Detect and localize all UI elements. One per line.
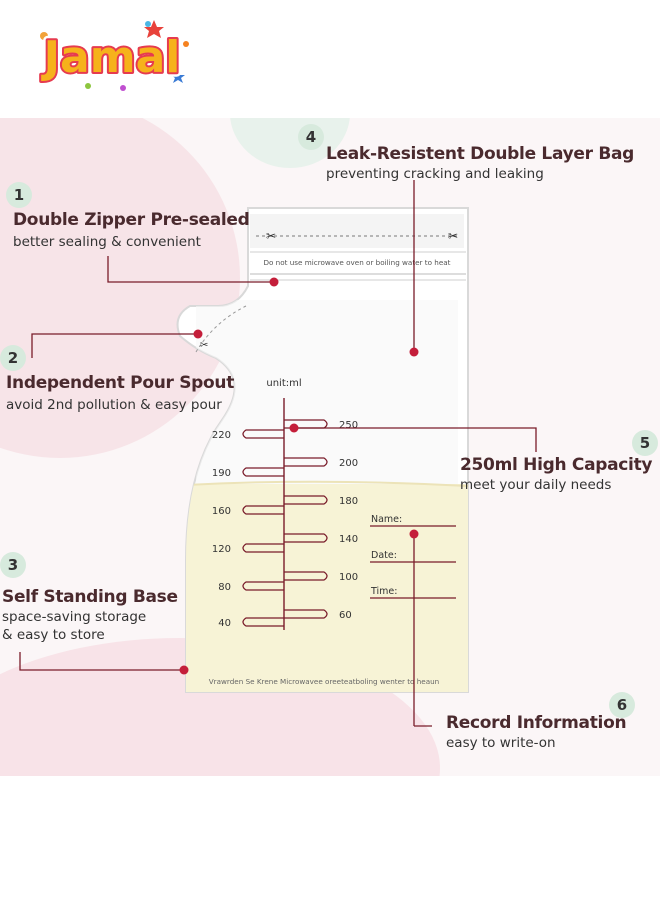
scale-tick-left (242, 543, 284, 553)
feature-title: Independent Pour Spout (6, 373, 235, 393)
scale-tick-right (284, 495, 328, 505)
scale-label-right: 100 (339, 572, 358, 583)
svg-text:Jamal: Jamal (41, 32, 181, 83)
callout-dot-6 (409, 529, 419, 539)
callout-line-1 (107, 256, 274, 283)
scale-label-right: 60 (339, 610, 352, 621)
scale-tick-right (284, 533, 328, 543)
scale-label-left: 120 (212, 544, 231, 555)
feature-number-badge: 2 (0, 345, 26, 371)
svg-text:✂: ✂ (266, 229, 276, 243)
scale-tick-left (242, 429, 284, 439)
scale-label-right: 180 (339, 496, 358, 507)
feature-title: Record Information (446, 713, 627, 733)
callout-line-2 (31, 333, 198, 358)
feature-description: preventing cracking and leaking (326, 166, 544, 182)
warning-bottom: Vrawrden Se Krene Microwavee oreeteatbol… (209, 677, 439, 686)
scale-label-left: 190 (212, 468, 231, 479)
unit-label: unit:ml (266, 378, 301, 389)
milk-fill (177, 484, 469, 692)
scale-label-left: 80 (218, 582, 231, 593)
callout-line-5 (294, 427, 537, 452)
scale-label-left: 220 (212, 430, 231, 441)
svg-text:Jamal: Jamal (41, 32, 181, 83)
feature-number-badge: 5 (632, 430, 658, 456)
feature-description: avoid 2nd pollution & easy pour (6, 397, 222, 413)
feature-description: meet your daily needs (460, 477, 612, 493)
scale-tick-left (242, 617, 284, 627)
callout-dots (179, 277, 419, 675)
brand-logo: Jamal Jamal Jamal (36, 20, 189, 91)
feature-description: space-saving storage & easy to store (2, 609, 147, 643)
scale-label-right: 140 (339, 534, 358, 545)
svg-text:✂: ✂ (448, 229, 458, 243)
callout-dot-3 (179, 665, 189, 675)
scale-label-right: 250 (339, 420, 358, 431)
svg-text:✂: ✂ (200, 340, 208, 351)
feature-description: easy to write-on (446, 735, 556, 751)
feature-description: better sealing & convenient (13, 234, 201, 250)
scale-label-right: 200 (339, 458, 358, 469)
callout-dot-4 (409, 347, 419, 357)
scale-tick-left (242, 467, 284, 477)
measurement-scale: 220 190 160 120 80 40 250 200 180 140 100 60 (212, 419, 358, 629)
svg-text:Jamal: Jamal (41, 32, 181, 83)
feature-title: Leak-Resistent Double Layer Bag (326, 144, 635, 164)
feature-title: Self Standing Base (2, 587, 178, 607)
scale-label-left: 40 (218, 618, 231, 629)
callout-lines (19, 180, 537, 727)
scale-tick-left (242, 505, 284, 515)
scale-label-left: 160 (212, 506, 231, 517)
feature-number-badge: 6 (609, 692, 635, 718)
callout-dot-5 (289, 423, 299, 433)
record-fields: Name: Date: Time: (370, 514, 456, 599)
callout-dot-2 (193, 329, 203, 339)
scale-tick-right (284, 457, 328, 467)
warning-top: Do not use microwave oven or boiling wat… (263, 258, 450, 267)
record-field-label: Name: (371, 514, 402, 525)
feature-title: 250ml High Capacity (460, 455, 653, 475)
callout-dot-1 (269, 277, 279, 287)
feature-title: Double Zipper Pre-sealed (13, 210, 250, 230)
scale-tick-right (284, 571, 328, 581)
feature-number-badge: 4 (298, 124, 324, 150)
feature-number-badge: 3 (0, 552, 26, 578)
scale-tick-left (242, 581, 284, 591)
record-field-label: Date: (371, 550, 397, 561)
scale-tick-right (284, 609, 328, 619)
record-field-label: Time: (370, 586, 397, 597)
feature-number-badge: 1 (6, 182, 32, 208)
callout-line-3 (19, 652, 184, 671)
